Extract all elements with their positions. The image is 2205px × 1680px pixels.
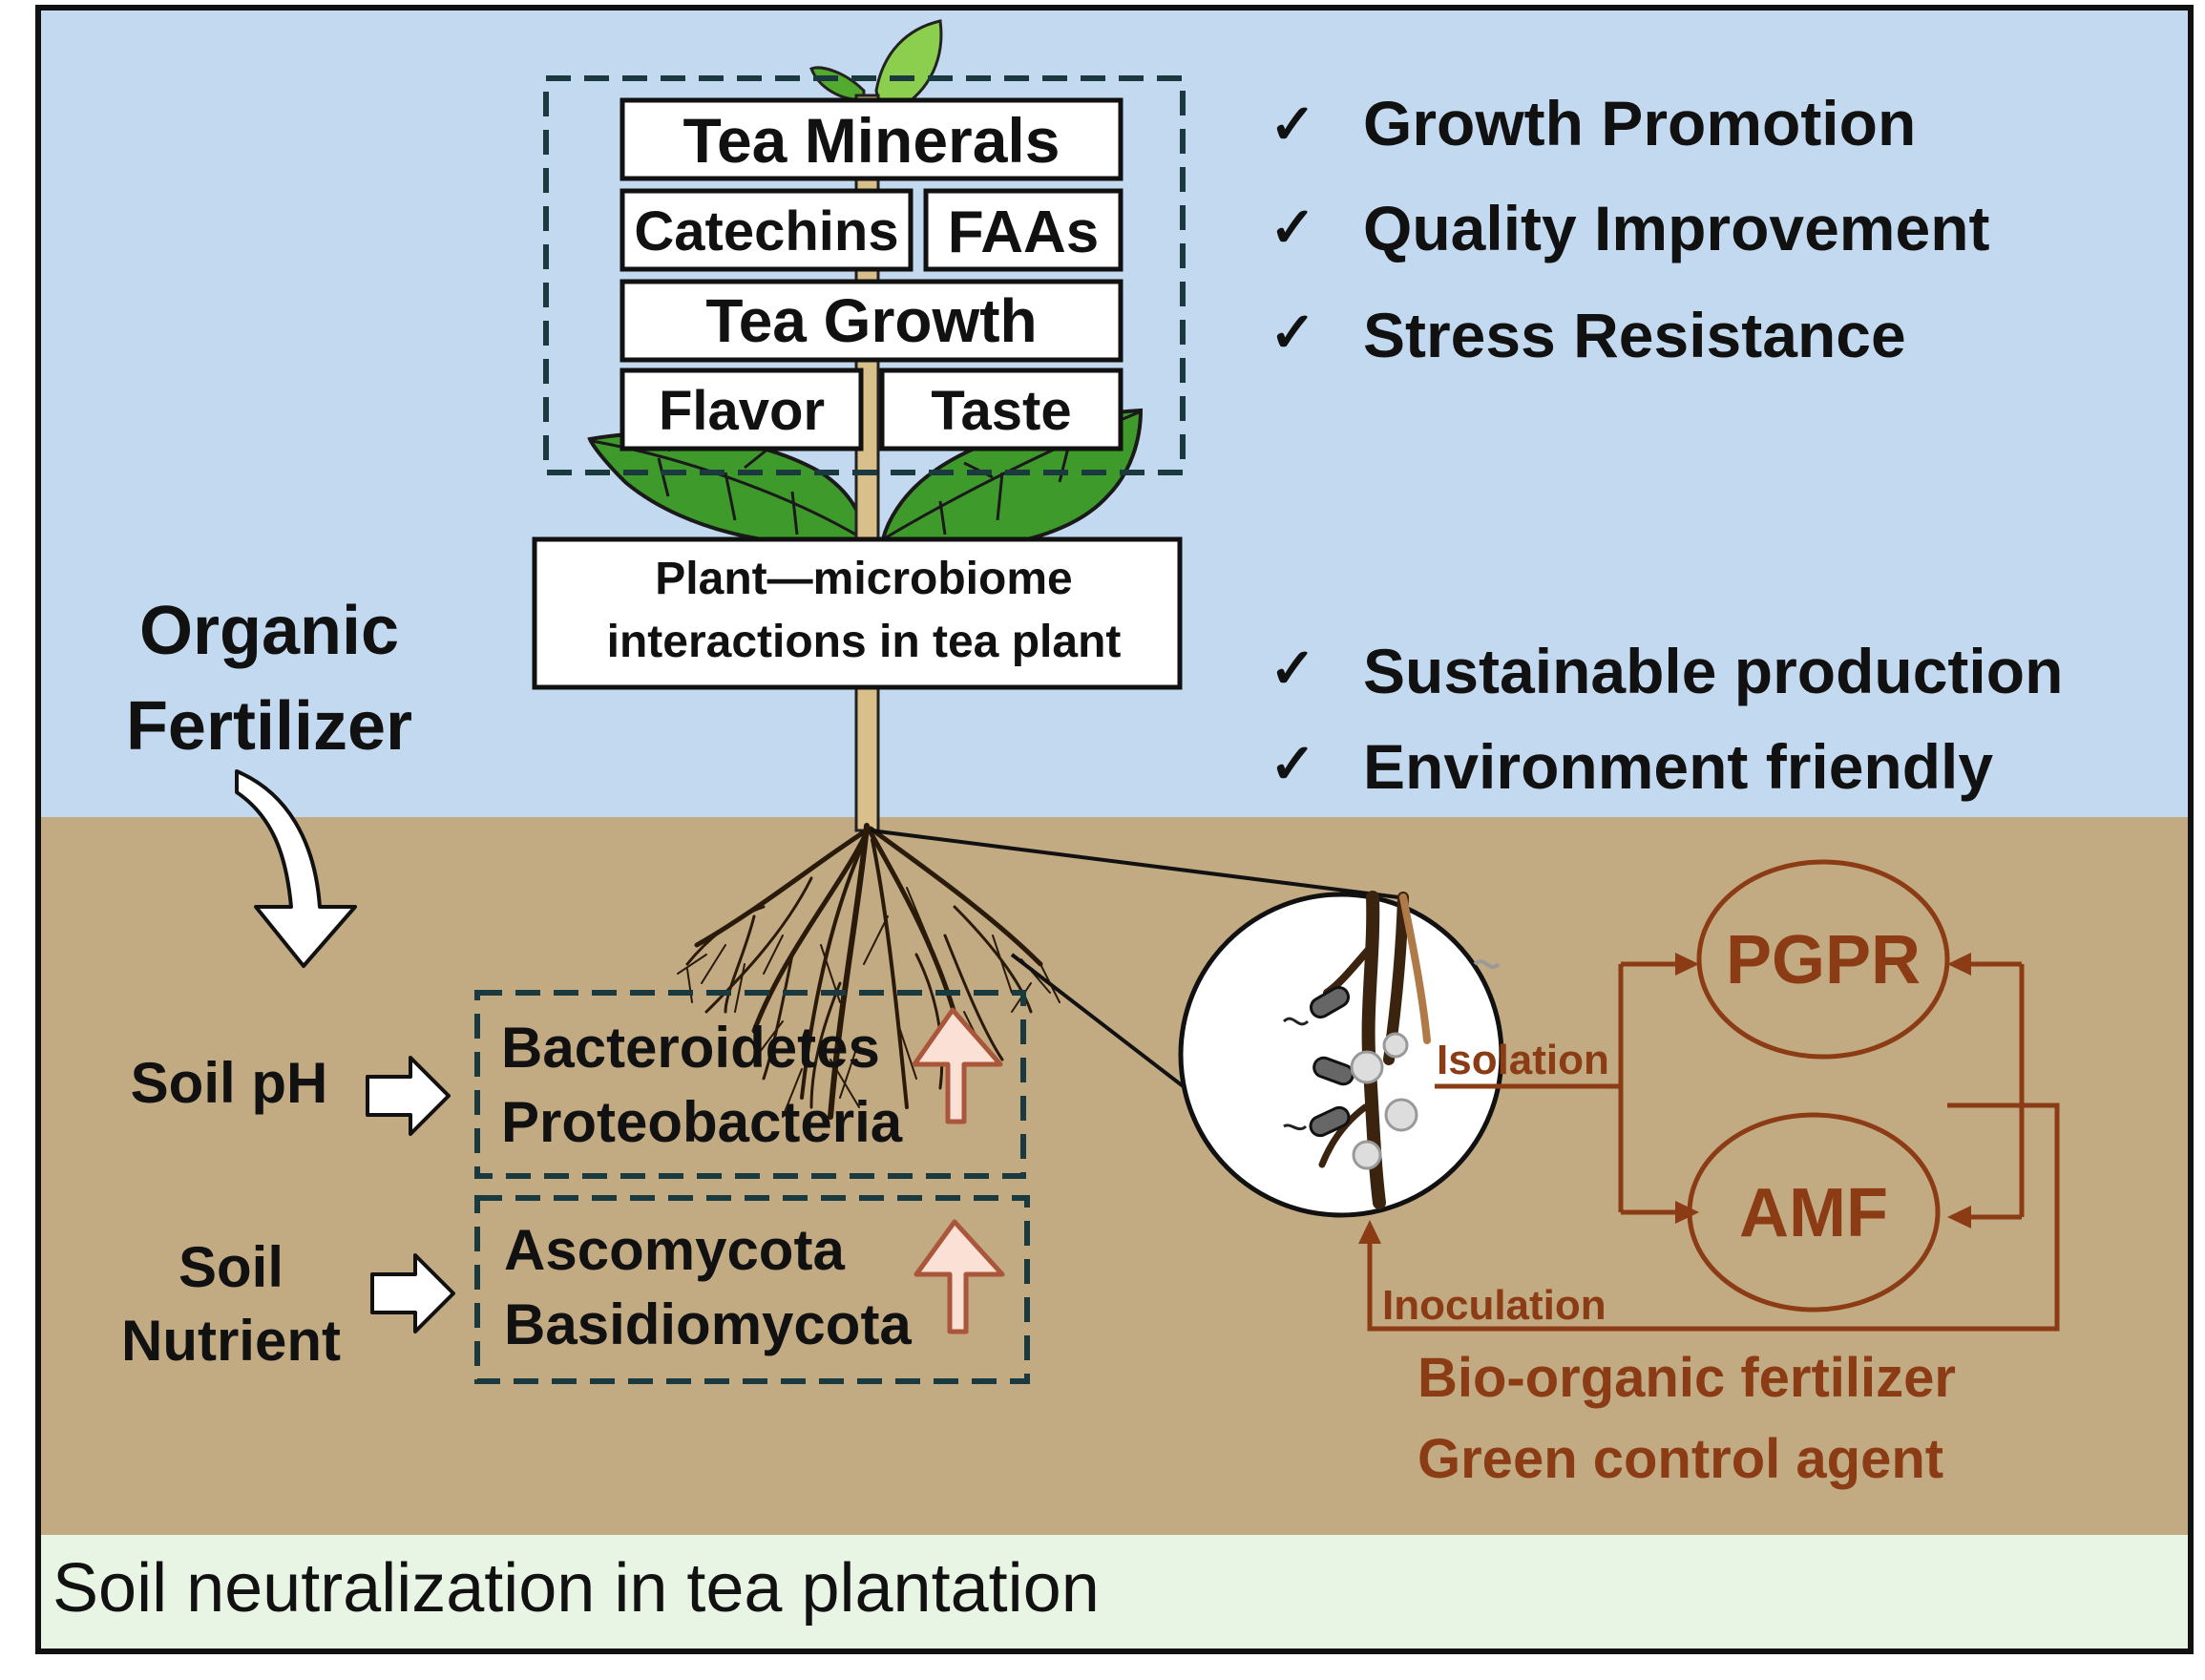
soil-background xyxy=(38,817,2191,1535)
root-system xyxy=(677,823,1060,1120)
benefit-label-3: Sustainable production xyxy=(1363,636,2063,706)
flavor-box xyxy=(620,368,864,452)
interaction-line1: Plant—microbiome xyxy=(655,554,1072,604)
inoculation-label: Inoculation xyxy=(1382,1282,1606,1329)
isolation-label: Isolation xyxy=(1437,1037,1609,1083)
tea-minerals-box xyxy=(620,97,1124,181)
bacteria-name-0: Bacteroidetes xyxy=(501,1016,880,1080)
flavor-label: Flavor xyxy=(659,380,825,442)
fertilizer-curved-arrow xyxy=(235,769,357,968)
magnified-roots xyxy=(1282,891,1501,1209)
pgpr-ellipse xyxy=(1696,859,1950,1060)
benefit-check-3: ✓ xyxy=(1270,638,1316,700)
soil-nutrient-arrow xyxy=(370,1253,455,1334)
pgpr-label: PGPR xyxy=(1726,922,1921,998)
tea-growth-label: Tea Growth xyxy=(705,286,1037,355)
leaf-left-vein xyxy=(591,432,865,541)
benefit-label-1: Quality Improvement xyxy=(1363,193,1990,263)
fungi-dashed-box xyxy=(474,1195,1030,1384)
workflow-arrowheads xyxy=(1358,953,1971,1244)
soil-nutrient-line2: Nutrient xyxy=(121,1309,341,1373)
inoculation-path xyxy=(1367,1102,2060,1332)
catechins-box xyxy=(620,188,914,272)
fertilizer-line2: Fertilizer xyxy=(126,688,412,765)
leaf-right-vein xyxy=(882,410,1140,541)
fungi-name-0: Ascomycota xyxy=(504,1218,845,1282)
fungi-name-1: Basidiomycota xyxy=(504,1292,912,1356)
benefit-label-0: Growth Promotion xyxy=(1363,88,1916,158)
benefit-label-4: Environment friendly xyxy=(1363,731,1993,802)
benefit-check-4: ✓ xyxy=(1270,733,1316,795)
tea-growth-box xyxy=(620,279,1124,363)
amf-ellipse xyxy=(1687,1112,1941,1312)
faas-label: FAAs xyxy=(948,200,1099,265)
product-line2: Green control agent xyxy=(1418,1428,1943,1490)
microbe-workflow xyxy=(1367,961,2060,1332)
soil-ph-label: Soil pH xyxy=(131,1051,328,1115)
benefits-list: ✓ Growth Promotion ✓ Quality Improvement… xyxy=(1270,88,2063,802)
plant-traits-dashed-box xyxy=(543,75,1186,475)
taste-box xyxy=(879,368,1124,452)
fertilizer-line1: Organic xyxy=(139,593,399,669)
tea-minerals-label: Tea Minerals xyxy=(683,105,1060,176)
benefit-label-2: Stress Resistance xyxy=(1363,300,1906,370)
bacteria-dashed-box xyxy=(474,990,1026,1179)
fungi-up-arrow xyxy=(914,1219,1005,1334)
product-line1: Bio-organic fertilizer xyxy=(1418,1347,1956,1409)
bacteria-up-arrow xyxy=(912,1007,1003,1124)
zoom-line-top xyxy=(870,829,1399,899)
soil-ph-arrow xyxy=(366,1056,451,1136)
benefit-check-2: ✓ xyxy=(1270,302,1316,364)
taste-label: Taste xyxy=(931,380,1071,442)
footer-title: Soil neutralization in tea plantation xyxy=(52,1550,1100,1627)
interaction-box xyxy=(532,536,1183,690)
benefit-check-0: ✓ xyxy=(1270,94,1316,156)
interaction-line2: interactions in tea plant xyxy=(607,617,1122,667)
amf-label: AMF xyxy=(1739,1175,1888,1251)
footer-background xyxy=(38,1535,2191,1651)
faas-box xyxy=(923,188,1124,272)
catechins-label: Catechins xyxy=(634,200,898,262)
soil-nutrient-line1: Soil xyxy=(178,1235,284,1299)
benefit-check-1: ✓ xyxy=(1270,197,1316,259)
bacteria-name-1: Proteobacteria xyxy=(501,1090,903,1154)
outer-frame xyxy=(35,5,2194,1654)
